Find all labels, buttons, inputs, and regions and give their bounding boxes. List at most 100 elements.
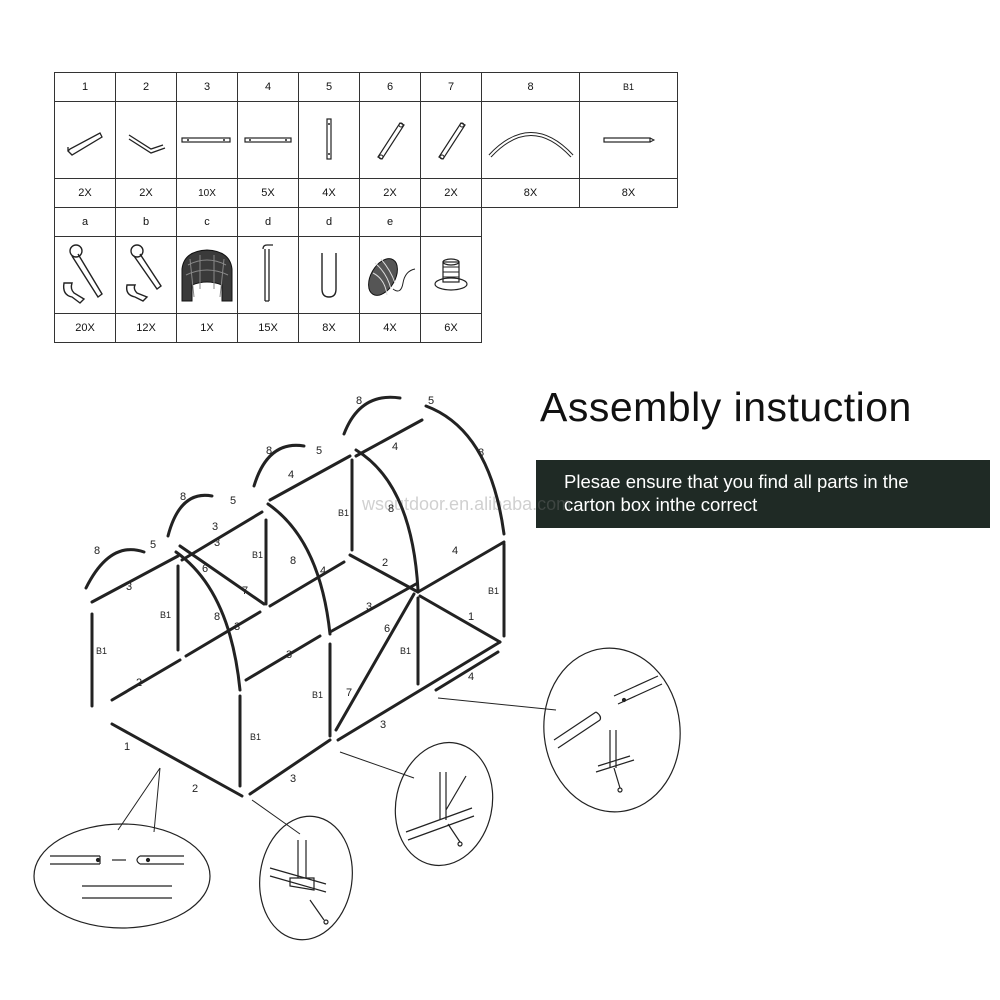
tube	[416, 540, 506, 594]
frame-label: 4	[452, 545, 458, 557]
tube	[336, 640, 502, 742]
watermark: wsoutdoor.en.alibaba.com	[362, 494, 572, 514]
part-qty: 8X	[579, 178, 678, 208]
tube	[334, 592, 416, 732]
part-pic	[420, 101, 482, 179]
part-pic	[115, 101, 177, 179]
bolt-clip-icon	[62, 244, 103, 304]
notice-line: carton box inthe correct	[564, 494, 758, 515]
page-title: Assembly instuction	[540, 384, 912, 430]
part-qty: 12X	[115, 313, 177, 343]
frame-label: 3	[380, 719, 386, 731]
arch-tube-icon	[488, 132, 573, 158]
parts-row1-ids: 1 2 3 4 5 6 7 8 B1	[54, 72, 678, 102]
frame-label: 3	[286, 649, 292, 661]
tube	[342, 395, 402, 436]
ground-peg-icon	[262, 244, 273, 302]
part-id: a	[54, 207, 116, 237]
frame-label: 5	[316, 445, 322, 457]
part-pic	[359, 101, 421, 179]
frame-label: 8	[180, 491, 186, 503]
u-peg-icon	[321, 253, 337, 298]
detail-joint-3	[394, 741, 494, 867]
greenhouse-cover-icon	[181, 249, 233, 302]
frame-label: B1	[312, 690, 323, 700]
part-pic	[579, 101, 678, 179]
frame-label: 5	[150, 539, 156, 551]
corner-connector-icon	[67, 132, 103, 156]
part-qty: 8X	[481, 178, 580, 208]
frame-tubes	[84, 395, 506, 798]
frame-label: B1	[338, 508, 349, 518]
frame-label: 8	[478, 447, 484, 459]
frame-label: 8	[266, 445, 272, 457]
detail-leaders	[117, 697, 557, 835]
frame-label: B1	[250, 732, 261, 742]
part-qty: 5X	[237, 178, 299, 208]
tube	[266, 502, 332, 636]
frame-label: 8	[214, 611, 220, 623]
frame-label: 6	[202, 563, 208, 575]
part-pic	[298, 101, 360, 179]
tube	[328, 582, 418, 634]
tube	[434, 650, 500, 692]
tube	[166, 493, 214, 538]
part-pic	[176, 236, 238, 314]
part-id: B1	[579, 72, 678, 102]
frame-label: 8	[388, 503, 394, 515]
bolt-clip-icon	[125, 244, 162, 302]
tube	[184, 610, 262, 658]
part-id: 6	[359, 72, 421, 102]
straight-tube-icon	[181, 137, 231, 143]
frame-label: B1	[252, 550, 263, 560]
frame-label: 8	[94, 545, 100, 557]
detail-joint-1	[33, 823, 211, 929]
tube	[348, 553, 420, 594]
part-pic	[115, 236, 177, 314]
frame-label: 3	[290, 773, 296, 785]
frame-label: B1	[160, 610, 171, 620]
frame-label: 2	[136, 677, 142, 689]
diagonal-tube-icon	[438, 122, 466, 160]
frame-label: 3	[214, 537, 220, 549]
part-qty: 15X	[237, 313, 299, 343]
frame-label: 4	[468, 671, 474, 683]
frame-label: 8	[290, 555, 296, 567]
detail-joint-4	[543, 647, 681, 813]
parts-row2-qty: 20X 12X 1X 15X 8X 4X 6X	[54, 313, 678, 343]
detail-joint-2	[259, 815, 353, 941]
frame-label: 2	[382, 557, 388, 569]
frame-label: 1	[124, 741, 130, 753]
tube	[110, 658, 182, 702]
part-pic	[420, 236, 482, 314]
parts-row2-pics	[54, 236, 678, 314]
frame-label: 3	[212, 521, 218, 533]
frame-label: 4	[288, 469, 294, 481]
part-qty: 2X	[115, 178, 177, 208]
part-qty: 20X	[54, 313, 116, 343]
tube	[248, 738, 332, 796]
notice-banner: Plesae ensure that you find all parts in…	[536, 460, 990, 528]
parts-table: 1 2 3 4 5 6 7 8 B1	[54, 72, 678, 343]
frame-label: 5	[230, 495, 236, 507]
part-id: d	[298, 207, 360, 237]
tube	[268, 560, 346, 608]
part-pic	[359, 236, 421, 314]
frame-label: 6	[384, 623, 390, 635]
part-qty: 1X	[176, 313, 238, 343]
frame-label: B1	[400, 646, 411, 656]
frame-label: 8	[356, 395, 362, 407]
tube	[180, 510, 264, 562]
tube	[424, 404, 506, 536]
cap-icon	[434, 258, 468, 291]
frame-label: 4	[392, 441, 398, 453]
frame-label: 5	[428, 395, 434, 407]
part-pic	[54, 101, 116, 179]
tube	[90, 554, 180, 604]
short-tube-icon	[326, 118, 332, 160]
part-pic	[54, 236, 116, 314]
part-pic	[176, 101, 238, 179]
frame-label: 4	[320, 565, 326, 577]
tube	[354, 418, 424, 458]
